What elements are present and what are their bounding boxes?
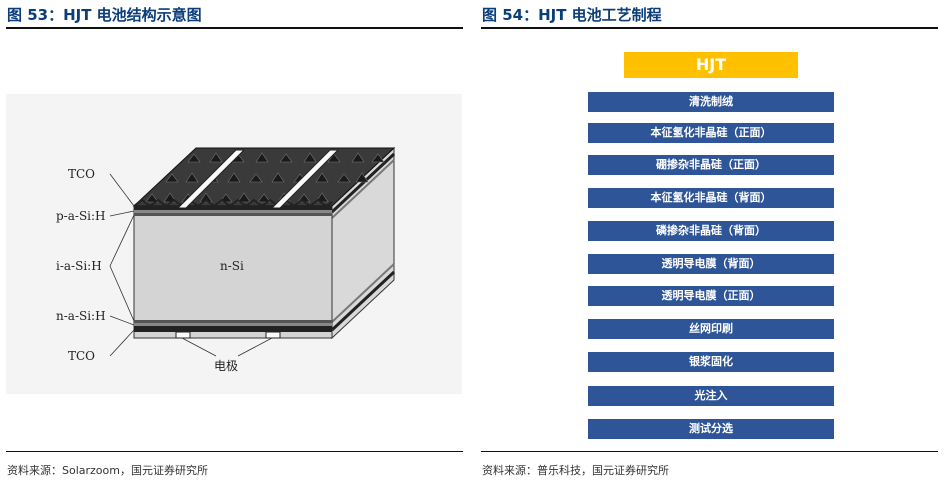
process-step-4: 本征氢化非晶硅（背面） bbox=[588, 188, 834, 208]
process-step-11: 测试分选 bbox=[588, 419, 834, 439]
label-tco-top: TCO bbox=[68, 167, 95, 181]
front-n-layer bbox=[134, 323, 332, 326]
label-n-si: n-Si bbox=[220, 259, 244, 273]
front-tco-top bbox=[134, 206, 332, 210]
front-p-layer bbox=[134, 210, 332, 213]
source-left: 资料来源：Solarzoom，国元证券研究所 bbox=[7, 464, 208, 477]
process-step-3: 硼掺杂非晶硅（正面） bbox=[588, 155, 834, 175]
process-step-2: 本征氢化非晶硅（正面） bbox=[588, 123, 834, 143]
hjt-header-box: HJT bbox=[624, 52, 798, 78]
label-i-a-si: i-a-Si:H bbox=[56, 259, 102, 273]
front-i-layer-bot bbox=[134, 320, 332, 323]
process-step-9: 银浆固化 bbox=[588, 352, 834, 372]
hjt-structure-diagram: TCO p-a-Si:H i-a-Si:H n-a-Si:H TCO n-Si … bbox=[6, 94, 462, 394]
front-jagged-edge bbox=[133, 198, 333, 208]
finger-electrode-1 bbox=[176, 149, 246, 209]
side-layer-bot2 bbox=[331, 263, 395, 323]
process-step-5: 磷掺杂非晶硅（背面） bbox=[588, 221, 834, 241]
process-step-10: 光注入 bbox=[588, 386, 834, 406]
leader-lines bbox=[109, 173, 273, 357]
title-rule-right bbox=[481, 27, 938, 29]
bottom-rule-left bbox=[6, 451, 463, 452]
front-i-layer-top bbox=[134, 213, 332, 216]
n-si-front-face bbox=[133, 205, 333, 339]
label-electrode: 电极 bbox=[214, 359, 238, 373]
label-tco-bottom: TCO bbox=[68, 349, 95, 363]
figure-54-title: 图 54：HJT 电池工艺制程 bbox=[482, 6, 662, 24]
process-step-6: 透明导电膜（背面） bbox=[588, 254, 834, 274]
bottom-rule-right bbox=[481, 451, 938, 452]
front-tco-bottom bbox=[134, 326, 332, 332]
hjt-structure-svg: TCO p-a-Si:H i-a-Si:H n-a-Si:H TCO n-Si … bbox=[56, 146, 396, 373]
side-layer-top bbox=[330, 152, 396, 214]
title-rule-left bbox=[6, 27, 463, 29]
bottom-electrode-1 bbox=[175, 331, 191, 339]
label-n-a-si: n-a-Si:H bbox=[56, 309, 106, 323]
source-right: 资料来源：普乐科技，国元证券研究所 bbox=[482, 464, 669, 477]
figure-53-title: 图 53：HJT 电池结构示意图 bbox=[7, 6, 202, 24]
label-p-a-si: p-a-Si:H bbox=[56, 209, 106, 223]
side-layer-bot bbox=[330, 270, 396, 332]
bottom-electrode-2 bbox=[265, 331, 281, 339]
finger-electrode-2 bbox=[270, 149, 340, 209]
process-step-8: 丝网印刷 bbox=[588, 319, 834, 339]
process-step-7: 透明导电膜（正面） bbox=[588, 286, 834, 306]
side-layer-top2 bbox=[331, 159, 395, 219]
process-step-1: 清洗制绒 bbox=[588, 92, 834, 112]
